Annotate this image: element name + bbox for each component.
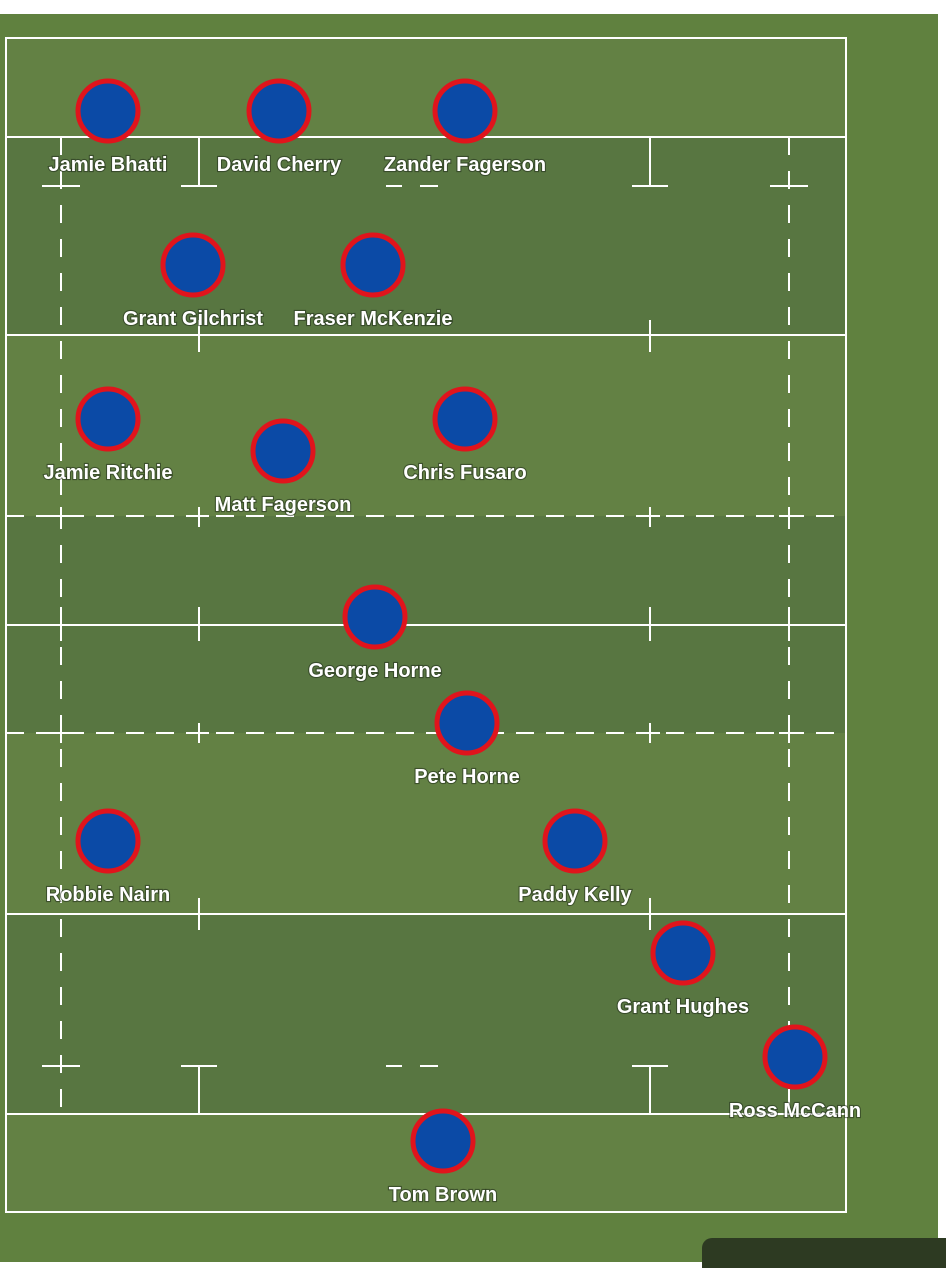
player-marker[interactable]: Jamie Ritchie [42,386,174,485]
player-marker[interactable]: David Cherry [216,78,343,177]
player-name: Jamie Bhatti [49,154,168,176]
player-marker[interactable]: Paddy Kelly [517,808,634,907]
player-name: Zander Fagerson [384,154,546,176]
player-token[interactable] [762,1024,828,1090]
post-mark-br [632,1065,668,1114]
player-marker[interactable]: Ross McCann [728,1024,862,1123]
player-token[interactable] [246,78,312,144]
player-token[interactable] [650,920,716,986]
player-marker[interactable]: Grant Gilchrist [122,232,264,331]
player-token[interactable] [432,78,498,144]
player-token[interactable] [432,386,498,452]
player-name: Grant Hughes [617,996,749,1018]
player-name: Jamie Ritchie [44,462,173,484]
player-marker[interactable]: Matt Fagerson [214,418,352,517]
hash-halfway [60,607,790,641]
hash-10-bottom [51,723,799,743]
player-name: David Cherry [217,154,342,176]
player-token[interactable] [75,78,141,144]
post-mark-bl [181,1065,217,1114]
player-token[interactable] [250,418,316,484]
hash-marks [42,137,808,1114]
zone-22-top [6,137,846,335]
player-token[interactable] [75,386,141,452]
player-name: Robbie Nairn [46,884,170,906]
hash-22-bottom [198,898,651,930]
player-marker[interactable]: Tom Brown [388,1108,498,1207]
player-marker[interactable]: Jamie Bhatti [47,78,169,177]
player-token[interactable] [342,584,408,650]
player-name: Tom Brown [389,1184,498,1206]
player-name: George Horne [308,660,441,682]
in-goal-top [6,38,846,137]
player-token[interactable] [340,232,406,298]
player-marker[interactable]: Robbie Nairn [45,808,171,907]
player-marker[interactable]: Zander Fagerson [383,78,547,177]
player-token[interactable] [434,690,500,756]
player-name: Paddy Kelly [518,884,632,906]
player-token[interactable] [160,232,226,298]
player-marker[interactable]: Fraser McKenzie [292,232,454,331]
player-marker[interactable]: Chris Fusaro [402,386,528,485]
player-token[interactable] [410,1108,476,1174]
player-name: Matt Fagerson [215,494,352,516]
hash-22-top [198,320,651,352]
player-name: Grant Gilchrist [123,308,263,330]
post-mark-tr [632,137,668,187]
post-mark-tl [181,137,217,187]
player-name: Pete Horne [414,766,520,788]
hash-10-top [51,507,799,527]
players: Jamie Bhatti David Cherry Zander FagersonG… [42,78,862,1207]
player-name: Fraser McKenzie [294,308,453,330]
player-name: Chris Fusaro [403,462,526,484]
player-marker[interactable]: Pete Horne [413,690,521,789]
player-name: Ross McCann [729,1100,861,1122]
key-tab[interactable] [702,1238,946,1268]
player-marker[interactable]: George Horne [307,584,443,683]
player-token[interactable] [75,808,141,874]
zone-22-to-10-top [6,335,846,516]
zone-10-to-22-bottom [6,733,846,914]
player-token[interactable] [542,808,608,874]
player-marker[interactable]: Grant Hughes [616,920,750,1019]
